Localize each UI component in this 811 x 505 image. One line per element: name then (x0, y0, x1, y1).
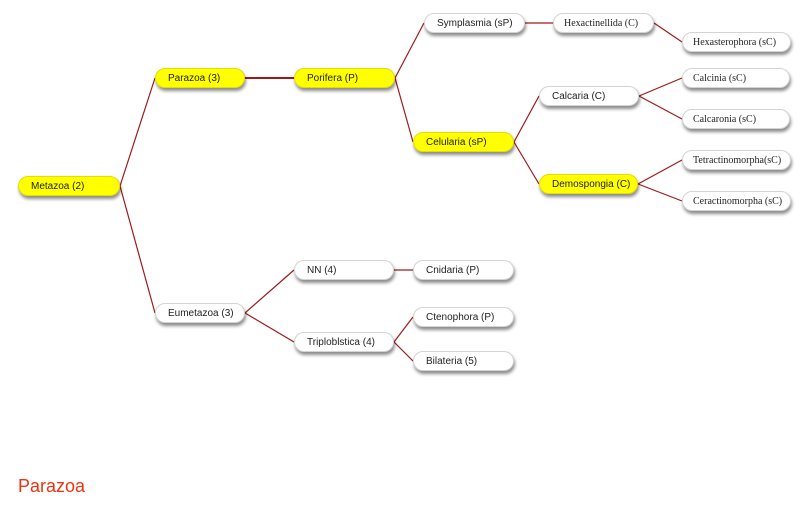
edge-metazoa-eumetazoa (119, 185, 156, 314)
node-demospongia[interactable]: Demospongia (C) (539, 174, 638, 194)
node-ctenophora[interactable]: Ctenophora (P) (413, 307, 514, 327)
edge-metazoa-parazoa (119, 77, 156, 187)
edge-demospongia-tetractinomorpha (637, 159, 683, 185)
node-cnidaria[interactable]: Cnidaria (P) (413, 260, 514, 280)
edge-celularia-calcaria (513, 95, 540, 143)
node-eumetazoa[interactable]: Eumetazoa (3) (155, 303, 245, 323)
node-celularia[interactable]: Celularia (sP) (413, 132, 514, 152)
edge-calcaria-calcinia (638, 77, 683, 97)
node-calcaronia[interactable]: Calcaronia (sC) (682, 109, 790, 129)
node-parazoa[interactable]: Parazoa (3) (155, 68, 245, 88)
edge-eumetazoa-nn (244, 269, 295, 314)
edge-triploblstica-ctenophora (393, 316, 414, 343)
node-calcinia[interactable]: Calcinia (sC) (682, 68, 790, 88)
node-ceractinomorpha[interactable]: Ceractinomorpha (sC) (682, 191, 791, 211)
edge-hexactinellida-hexasterophora (653, 22, 683, 43)
node-triploblstica[interactable]: Triploblstica (4) (294, 332, 394, 352)
caption-title: Parazoa (18, 476, 86, 496)
edge-calcaria-calcaronia (638, 95, 683, 120)
edge-celularia-demospongia (513, 141, 540, 185)
node-tetractinomorpha[interactable]: Tetractinomorpha(sC) (682, 150, 791, 170)
node-symplasmia[interactable]: Symplasmia (sP) (424, 13, 525, 33)
edge-triploblstica-bilateria (393, 341, 414, 362)
node-hexasterophora[interactable]: Hexasterophora (sC) (682, 32, 791, 52)
node-calcaria[interactable]: Calcaria (C) (539, 86, 639, 106)
edge-eumetazoa-triploblstica (244, 312, 295, 343)
node-bilateria[interactable]: Bilateria (5) (413, 351, 514, 371)
node-porifera[interactable]: Porifera (P) (294, 68, 395, 88)
edge-porifera-symplasmia (394, 22, 425, 79)
edge-demospongia-ceractinomorpha (637, 183, 683, 202)
node-hexactinellida[interactable]: Hexactinellida (C) (553, 13, 654, 33)
node-metazoa[interactable]: Metazoa (2) (18, 176, 120, 196)
node-nn[interactable]: NN (4) (294, 260, 394, 280)
edge-porifera-celularia (394, 77, 414, 143)
